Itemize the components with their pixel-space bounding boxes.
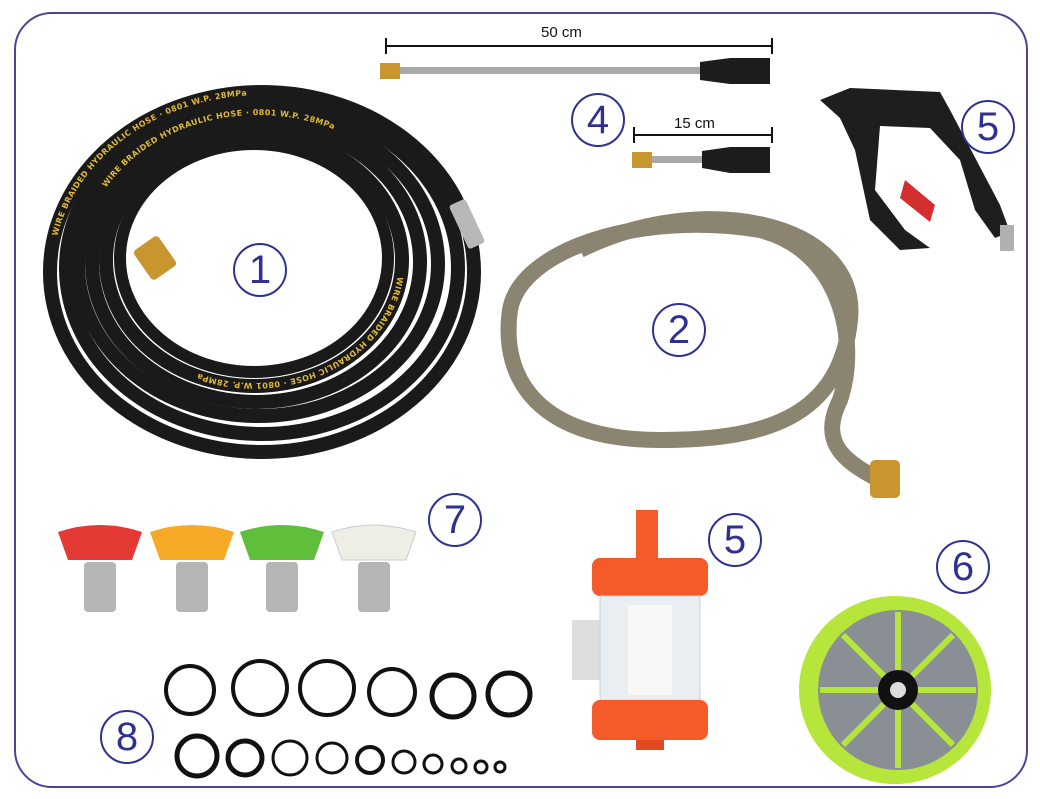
suction-hose-brass-fitting — [870, 460, 900, 498]
strainer-filter — [799, 596, 991, 784]
lance-50cm — [380, 38, 773, 84]
o-rings — [164, 659, 533, 779]
high-pressure-hose — [43, 85, 481, 459]
nozzle-green — [240, 525, 324, 612]
long-lance-length: 50 cm — [541, 24, 582, 41]
label-badge-suction-hose: 2 — [652, 303, 706, 357]
label-badge-lances: 4 — [571, 93, 625, 147]
nozzle-yellow — [150, 525, 234, 612]
image-frame — [14, 12, 1028, 788]
label-badge-strainer: 6 — [936, 540, 990, 594]
lance-15cm — [632, 127, 773, 173]
label-badge-nozzles: 7 — [428, 493, 482, 547]
spray-gun — [820, 88, 1014, 251]
nozzle-tips — [58, 524, 417, 612]
suction-hose — [500, 211, 884, 488]
label-badge-filter: 5 — [708, 513, 762, 567]
label-badge-hose: 1 — [233, 243, 287, 297]
nozzle-red — [58, 525, 142, 612]
short-lance-length: 15 cm — [674, 115, 715, 132]
nozzle-white — [331, 524, 417, 612]
label-badge-orings: 8 — [100, 710, 154, 764]
hose-quick-connector — [449, 199, 485, 249]
inline-filter — [572, 510, 708, 750]
label-badge-gun: 5 — [961, 100, 1015, 154]
hose-brass-fitting — [133, 236, 177, 280]
